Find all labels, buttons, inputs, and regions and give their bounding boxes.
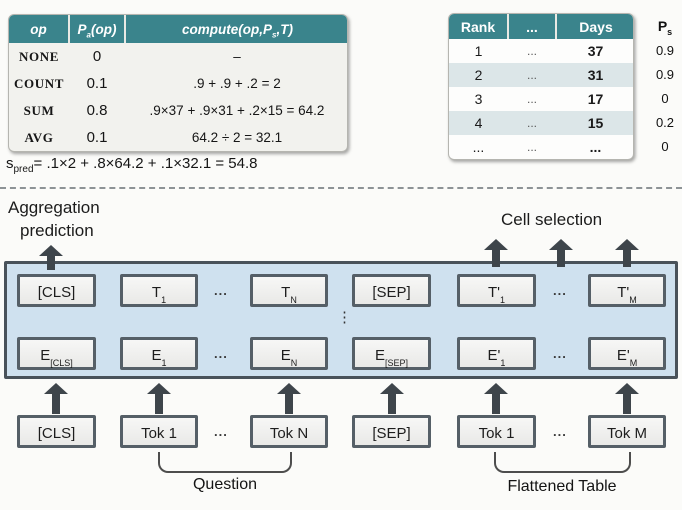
- compute-cell: .9 + .9 + .2 = 2: [193, 76, 281, 91]
- op-cell: NONE: [19, 48, 59, 64]
- flattened-table-label: Flattened Table: [507, 478, 617, 495]
- table-row: 1 ... 37: [449, 39, 633, 63]
- tok-cls-box: [CLS]: [17, 415, 96, 448]
- arrow-up-icon: [484, 239, 508, 267]
- rank-cell: 2: [474, 67, 483, 83]
- ellipsis: ...: [214, 283, 228, 298]
- table-row: SUM 0.8 .9×37 + .9×31 + .2×15 = 64.2: [9, 97, 347, 124]
- table-row: 3 ... 17: [449, 87, 633, 111]
- e-prime-1-box: E'1: [457, 337, 536, 370]
- ps-value: 0.9: [655, 66, 675, 82]
- vertical-ellipsis: ⋮: [337, 309, 352, 326]
- arrow-up-icon: [615, 383, 639, 414]
- t-cls-box: [CLS]: [17, 274, 96, 307]
- t-prime-1-box: T'1: [457, 274, 536, 307]
- days-cell: 31: [587, 67, 604, 83]
- transformer-encoder-box: [4, 261, 678, 379]
- rank-cell: 4: [474, 115, 483, 131]
- op-cell: SUM: [23, 102, 55, 118]
- flattened-table-brace: [494, 452, 631, 473]
- ps-value: 0.9: [655, 42, 675, 58]
- tok-1-table-box: Tok 1: [457, 415, 536, 448]
- op-compute-table-grid: op Pa(op) compute(op,Ps,T) NONE 0 – COUN…: [9, 15, 347, 151]
- spred-formula: spred= .1×2 + .8×64.2 + .1×32.1 = 54.8: [6, 155, 258, 175]
- op-column-header: op: [9, 15, 69, 43]
- ellipsis-column-header: ...: [507, 14, 556, 39]
- tok-sep-box: [SEP]: [352, 415, 431, 448]
- ellipsis-cell: ...: [526, 92, 537, 106]
- probability-cell: 0.1: [86, 75, 108, 92]
- dashed-divider: [0, 187, 682, 189]
- ellipsis: ...: [553, 346, 567, 361]
- ps-value: 0: [661, 90, 669, 106]
- compute-cell: .9×37 + .9×31 + .2×15 = 64.2: [149, 103, 325, 118]
- tok-n-question-box: Tok N: [250, 415, 328, 448]
- compute-column-header: compute(op,Ps,T): [124, 15, 347, 43]
- days-cell: 37: [587, 43, 604, 59]
- table-row: ... ... ...: [449, 135, 633, 159]
- ellipsis: ...: [214, 424, 228, 439]
- arrow-up-icon: [615, 239, 639, 267]
- ellipsis-cell: ...: [526, 68, 537, 82]
- op-cell: COUNT: [14, 75, 64, 91]
- tok-1-question-box: Tok 1: [120, 415, 198, 448]
- arrow-up-icon: [484, 383, 508, 414]
- table-row: 2 ... 31: [449, 63, 633, 87]
- table-row: COUNT 0.1 .9 + .9 + .2 = 2: [9, 70, 347, 97]
- question-brace: [158, 452, 292, 473]
- rank-table-header-row: Rank ... Days: [449, 14, 633, 39]
- ellipsis: ...: [214, 346, 228, 361]
- probability-cell: 0.8: [86, 102, 108, 119]
- ellipsis-cell: ...: [526, 140, 537, 154]
- op-cell: AVG: [24, 129, 54, 145]
- probability-cell: 0: [92, 48, 102, 65]
- rank-days-table-grid: Rank ... Days 1 ... 37 2 ... 31 3: [449, 14, 633, 159]
- days-cell: ...: [589, 139, 602, 155]
- table-row: AVG 0.1 64.2 ÷ 2 = 32.1: [9, 124, 347, 151]
- arrow-up-icon: [147, 383, 171, 414]
- compute-cell: –: [233, 49, 241, 64]
- op-table-header-row: op Pa(op) compute(op,Ps,T): [9, 15, 347, 43]
- compute-cell: 64.2 ÷ 2 = 32.1: [191, 130, 283, 145]
- rank-cell: ...: [472, 139, 485, 155]
- table-row: 4 ... 15: [449, 111, 633, 135]
- t-sep-box: [SEP]: [352, 274, 431, 307]
- days-cell: 15: [587, 115, 604, 131]
- aggregation-prediction-label: Aggregation prediction: [8, 198, 100, 240]
- rank-cell: 3: [474, 91, 483, 107]
- arrow-up-icon: [44, 383, 68, 414]
- op-compute-table: op Pa(op) compute(op,Ps,T) NONE 0 – COUN…: [8, 14, 348, 152]
- rank-column-header: Rank: [449, 14, 508, 39]
- ps-column: Ps 0.9 0.9 0 0.2 0: [648, 13, 682, 158]
- rank-days-table: Rank ... Days 1 ... 37 2 ... 31 3: [448, 13, 634, 160]
- days-cell: 17: [587, 91, 604, 107]
- ellipsis: ...: [553, 424, 567, 439]
- table-row: NONE 0 –: [9, 43, 347, 70]
- tok-m-table-box: Tok M: [588, 415, 666, 448]
- e-prime-m-box: E'M: [588, 337, 666, 370]
- e-cls-box: E[CLS]: [17, 337, 96, 370]
- e-sep-box: E[SEP]: [352, 337, 431, 370]
- ps-value: 0: [661, 138, 669, 154]
- rank-cell: 1: [474, 43, 483, 59]
- arrow-up-icon: [277, 383, 301, 414]
- ellipsis-cell: ...: [526, 116, 537, 130]
- pa-column-header: Pa(op): [68, 15, 125, 43]
- arrow-up-icon: [549, 239, 573, 267]
- arrow-up-icon: [380, 383, 404, 414]
- t-prime-m-box: T'M: [588, 274, 666, 307]
- cell-selection-label: Cell selection: [501, 210, 603, 229]
- ellipsis: ...: [553, 283, 567, 298]
- question-label: Question: [192, 476, 258, 493]
- ps-column-header: Ps: [657, 17, 673, 37]
- ellipsis-cell: ...: [526, 44, 537, 58]
- arrow-up-icon: [39, 245, 63, 270]
- ps-value: 0.2: [655, 114, 675, 130]
- probability-cell: 0.1: [86, 129, 108, 146]
- days-column-header: Days: [555, 14, 633, 39]
